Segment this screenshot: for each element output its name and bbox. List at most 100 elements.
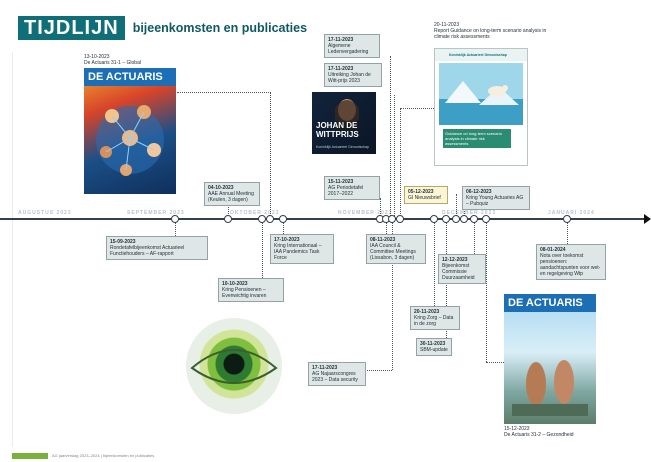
timeline-node[interactable] bbox=[388, 215, 396, 223]
month-label-nov: NOVEMBER 2023 bbox=[338, 210, 393, 216]
event-box-highlight[interactable]: 05-12-2023 GI Nieuwsbrief bbox=[404, 186, 448, 204]
portrait-icon bbox=[335, 99, 359, 130]
connector bbox=[394, 95, 395, 218]
event-box[interactable]: 20-11-2023 Kring Zorg – Data in de zorg bbox=[410, 306, 460, 330]
event-box[interactable]: 17-11-2023 AG Najaarscongres 2023 – Data… bbox=[308, 362, 366, 386]
timeline-node[interactable] bbox=[563, 215, 571, 223]
climate-report-cover[interactable]: Koninklijk Actuarieel Genootschap Guidan… bbox=[434, 48, 528, 166]
connector bbox=[175, 222, 176, 236]
publication-title: De Actuaris 31-2 – Gezondheid bbox=[504, 432, 574, 438]
timeline-node[interactable] bbox=[460, 215, 468, 223]
event-text: AG Najaarscongres 2023 – Data security bbox=[312, 371, 358, 383]
event-text: SBM-update bbox=[420, 347, 448, 353]
report-title-band: Guidance on long-term scenario analysis … bbox=[443, 129, 511, 148]
event-box[interactable]: 12-12-2023 Bijeenkomst Commissie Duurzaa… bbox=[438, 254, 486, 284]
connector bbox=[486, 362, 504, 363]
timeline-node[interactable] bbox=[396, 215, 404, 223]
timeline-node[interactable] bbox=[258, 215, 266, 223]
event-date: 17-11-2023 bbox=[312, 365, 338, 371]
month-label-oct: OKTOBER 2023 bbox=[230, 210, 280, 216]
event-box[interactable]: 08-11-2023 IAA Council & Committee Meeti… bbox=[366, 234, 426, 264]
event-text: Kring Internationaal – IAA Pandemics Tas… bbox=[274, 243, 322, 261]
timeline-node[interactable] bbox=[470, 215, 478, 223]
connector bbox=[270, 92, 271, 218]
publication-date: 15-12-2023 bbox=[504, 426, 530, 432]
cover-title: DE ACTUARIS bbox=[88, 71, 163, 83]
johan-de-witt-prijs-image[interactable]: JOHAN DE WITTPRIJS Koninklijk Actuarieel… bbox=[312, 92, 376, 154]
eye-icon bbox=[190, 349, 278, 384]
page-title: TIJDLIJN bbox=[18, 16, 125, 40]
event-box[interactable]: 15-09-2023 Rondetafelbijeenkomst Actuari… bbox=[106, 236, 208, 260]
cover-masthead bbox=[504, 294, 596, 312]
eye-image[interactable] bbox=[186, 318, 282, 414]
timeline-node[interactable] bbox=[279, 215, 287, 223]
connector bbox=[386, 222, 387, 234]
cover-title: DE ACTUARIS bbox=[508, 297, 583, 309]
johan-prijs-org: Koninklijk Actuarieel Genootschap bbox=[316, 145, 369, 149]
connector bbox=[400, 108, 401, 218]
event-box[interactable]: 04-10-2023 AAE Annual Meeting (Keulen, 3… bbox=[204, 182, 260, 206]
polar-bear-icebergs-icon bbox=[439, 63, 523, 125]
connector bbox=[364, 370, 392, 371]
timeline-arrow-icon bbox=[644, 214, 651, 224]
timeline-node[interactable] bbox=[482, 215, 490, 223]
johan-prijs-line2: WITTPRIJS bbox=[316, 130, 359, 139]
footer-color-tag bbox=[12, 453, 48, 459]
event-box[interactable]: 15-11-2023 AG Periodetafel 2017–2022 bbox=[324, 176, 380, 200]
event-box[interactable]: 10-10-2023 Kring Pensioenen – Evenwichti… bbox=[218, 278, 284, 302]
event-date: 04-10-2023 bbox=[208, 185, 234, 191]
month-label-jan: JANUARI 2024 bbox=[548, 210, 595, 216]
left-rule bbox=[12, 52, 13, 447]
event-box[interactable]: 17-11-2023 Algemene Ledenvergadering bbox=[324, 34, 380, 58]
cover-masthead bbox=[84, 68, 176, 86]
connector bbox=[474, 222, 475, 254]
event-text: Kring Young Actuaries AG – Pubquiz bbox=[466, 195, 524, 207]
event-box[interactable]: 30-11-2023 SBM-update bbox=[416, 338, 452, 356]
event-text: GI Nieuwsbrief bbox=[408, 195, 441, 201]
event-text: Kring Pensioenen – Evenwichtig invaren bbox=[222, 287, 267, 299]
publication-caption: 13-10-2023 De Actuaris 31-1 – Global bbox=[84, 54, 194, 66]
connector bbox=[262, 222, 263, 278]
connector bbox=[380, 198, 381, 218]
timeline-node[interactable] bbox=[171, 215, 179, 223]
publication-date: 13-10-2023 bbox=[84, 54, 110, 60]
event-box[interactable]: 08-01-2024 Nota over toekomst pensioenen… bbox=[536, 244, 606, 280]
event-box[interactable]: 17-10-2023 Kring Internationaal – IAA Pa… bbox=[270, 234, 334, 264]
timeline-node[interactable] bbox=[430, 215, 438, 223]
footer-text: AG jaarverslag 2023–2024 | bijeenkomsten… bbox=[52, 453, 155, 458]
connector bbox=[390, 56, 391, 218]
event-box[interactable]: 17-11-2023 Uitreiking Johan de Witt-prij… bbox=[324, 63, 382, 87]
event-text: Nota over toekomst pensioenen: aandachts… bbox=[540, 253, 601, 277]
report-header bbox=[435, 49, 527, 61]
month-label-dec: DECEMBER 2023 bbox=[442, 210, 497, 216]
month-label-aug: AUGUSTUS 2023 bbox=[18, 210, 72, 216]
connector bbox=[486, 222, 487, 362]
magazine-cover-global[interactable]: DE ACTUARIS bbox=[84, 68, 176, 194]
globe-network-icon bbox=[96, 105, 164, 176]
event-date: 30-11-2023 bbox=[420, 341, 446, 347]
event-date: 05-12-2023 bbox=[408, 189, 434, 195]
publication-title: Report Guidance on long-term scenario an… bbox=[434, 28, 547, 40]
event-date: 12-12-2023 bbox=[442, 257, 468, 263]
event-date: 17-10-2023 bbox=[274, 237, 300, 243]
publication-title: De Actuaris 31-1 – Global bbox=[84, 60, 141, 66]
connector bbox=[283, 222, 284, 234]
johan-prijs-line1: JOHAN DE bbox=[316, 121, 358, 130]
connector bbox=[228, 204, 229, 218]
event-date: 20-11-2023 bbox=[414, 309, 440, 315]
timeline-node[interactable] bbox=[266, 215, 274, 223]
publication-caption: 15-12-2023 De Actuaris 31-2 – Gezondheid bbox=[504, 426, 624, 438]
magazine-cover-gezondheid[interactable]: DE ACTUARIS bbox=[504, 294, 596, 424]
connector bbox=[567, 222, 568, 244]
timeline-node[interactable] bbox=[442, 215, 450, 223]
event-text: AAE Annual Meeting (Keulen, 3 dagen) bbox=[208, 191, 254, 203]
connector bbox=[434, 222, 435, 306]
event-date: 06-12-2023 bbox=[466, 189, 492, 195]
event-box[interactable]: 06-12-2023 Kring Young Actuaries AG – Pu… bbox=[462, 186, 530, 210]
connector bbox=[392, 222, 393, 370]
connector bbox=[177, 92, 271, 93]
report-org: Koninklijk Actuarieel Genootschap bbox=[449, 53, 507, 57]
feet-on-rocks-icon bbox=[512, 360, 588, 416]
timeline-node[interactable] bbox=[452, 215, 460, 223]
timeline-node[interactable] bbox=[224, 215, 232, 223]
